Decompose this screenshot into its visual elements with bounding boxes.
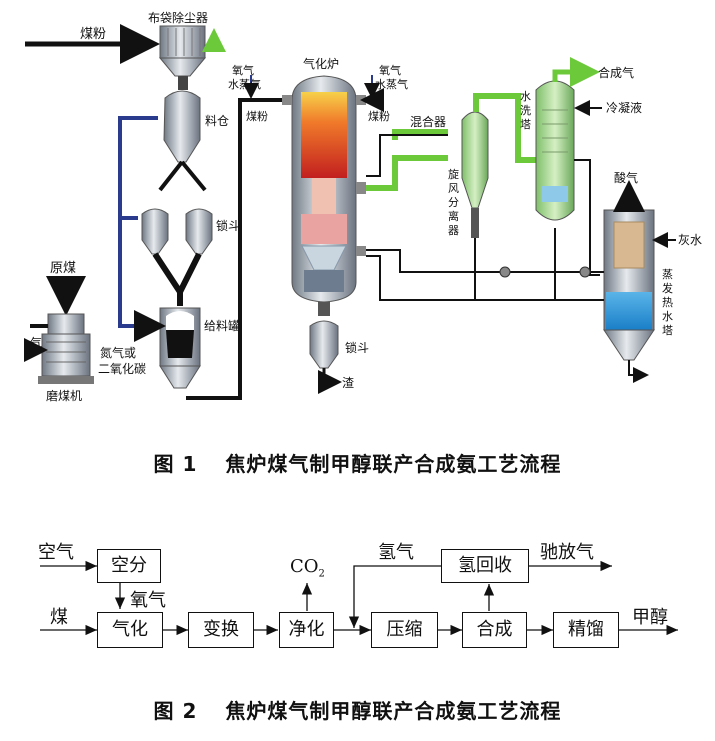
coal-mill	[38, 313, 94, 384]
figure-2-caption: 图 2 焦炉煤气制甲醇联产合成氨工艺流程	[0, 695, 715, 724]
label-methanol: 甲醇	[632, 607, 668, 628]
svg-text:水: 水	[662, 310, 673, 323]
syngas-out-arrow	[552, 57, 600, 87]
syngas-to-mixer-line	[366, 155, 448, 191]
slag-label: 渣	[342, 376, 354, 390]
label-hydrogen: 氢气	[378, 542, 414, 563]
scrubber-label: 水 洗 塔	[520, 90, 531, 131]
label-purge-gas: 驰放气	[540, 542, 594, 563]
svg-text:离: 离	[448, 209, 459, 223]
svg-text:塔: 塔	[520, 118, 531, 131]
condensate-label: 冷凝液	[606, 100, 642, 115]
inert-gas-label-2: 二氧化碳	[98, 362, 146, 376]
return-lines	[366, 228, 604, 301]
process-flow-diagram-1: 煤粉 布袋除尘器 料仓 锁斗 给料罐 氮气或 二氧化碳	[24, 10, 702, 403]
svg-text:器: 器	[448, 224, 459, 237]
oxygen-steam-right-2: 水蒸气	[375, 77, 408, 91]
coal-powder-right-label: 煤粉	[368, 110, 390, 123]
svg-text:旋: 旋	[448, 167, 459, 181]
gasifier-label: 气化炉	[303, 56, 339, 71]
mixer-label: 混合器	[410, 114, 446, 129]
cyclone-label: 旋 风 分 离 器	[448, 167, 459, 237]
lock-hopper-right	[185, 208, 213, 255]
figure-2-title: 焦炉煤气制甲醇联产合成氨工艺流程	[225, 699, 562, 723]
mill-label: 磨煤机	[46, 389, 82, 403]
label-co2-subscript: 2	[318, 568, 325, 580]
evaporator-label: 蒸 发 热 水 塔	[662, 268, 673, 337]
node-purification: 净化	[279, 612, 334, 648]
figure-1-caption: 图 1 焦炉煤气制甲醇联产合成氨工艺流程	[0, 448, 715, 477]
lock-hopper-left	[141, 208, 169, 255]
svg-text:水: 水	[520, 90, 531, 103]
syngas-label: 合成气	[598, 65, 634, 80]
silo	[163, 90, 201, 163]
figure-1-title: 焦炉煤气制甲醇联产合成氨工艺流程	[225, 452, 562, 476]
node-air-separation: 空分	[97, 549, 161, 583]
label-co2: CO2	[290, 556, 325, 580]
svg-text:发: 发	[662, 281, 673, 295]
svg-text:洗: 洗	[520, 104, 531, 117]
label-oxygen: 氧气	[130, 590, 166, 611]
silo-label: 料仓	[205, 114, 229, 128]
grey-water-label: 灰水	[678, 233, 702, 247]
label-air: 空气	[38, 542, 74, 563]
figure-2-number: 图 2	[153, 699, 198, 723]
gasifier-vessel	[291, 75, 357, 316]
mill-gas-label: 气	[30, 335, 42, 350]
node-shift: 变换	[188, 612, 254, 648]
node-distillation: 精馏	[553, 612, 619, 648]
lock-hopper-label: 锁斗	[216, 218, 240, 233]
node-compression: 压缩	[371, 612, 438, 648]
coal-powder-input-label: 煤粉	[80, 27, 106, 42]
node-synthesis: 合成	[462, 612, 527, 648]
oxygen-steam-left-2: 水蒸气	[228, 77, 261, 91]
cyclone-separator	[461, 111, 489, 238]
water-scrubber-column	[535, 80, 575, 221]
raw-coal-label: 原煤	[50, 261, 76, 276]
inert-gas-label-1: 氮气或	[100, 345, 136, 360]
figure-1-number: 图 1	[153, 452, 198, 476]
svg-text:蒸: 蒸	[662, 268, 673, 281]
node-hydrogen-recovery: 氢回收	[441, 549, 529, 583]
baghouse-vent-arrow	[202, 28, 226, 52]
bottom-lock-hopper-label: 锁斗	[345, 340, 369, 355]
baghouse-filter	[158, 25, 207, 90]
sour-gas-label: 酸气	[614, 170, 638, 185]
baghouse-label: 布袋除尘器	[148, 10, 208, 25]
node-gasification: 气化	[97, 612, 163, 648]
coal-powder-left-label: 煤粉	[246, 110, 268, 123]
evaporator-tower	[603, 209, 655, 361]
svg-text:分: 分	[448, 196, 459, 209]
feed-to-gasifier-line	[186, 98, 282, 400]
svg-text:塔: 塔	[662, 324, 673, 337]
label-coal: 煤	[50, 607, 68, 628]
label-co2-main: CO	[290, 556, 319, 577]
oxygen-steam-left-1: 氧气	[232, 63, 254, 77]
feed-tank-label: 给料罐	[204, 319, 240, 333]
bottom-lock-hopper	[309, 320, 339, 369]
feed-tank	[159, 307, 201, 389]
svg-text:热: 热	[662, 296, 673, 309]
svg-text:风: 风	[448, 182, 459, 195]
oxygen-steam-right-1: 氧气	[379, 63, 401, 77]
